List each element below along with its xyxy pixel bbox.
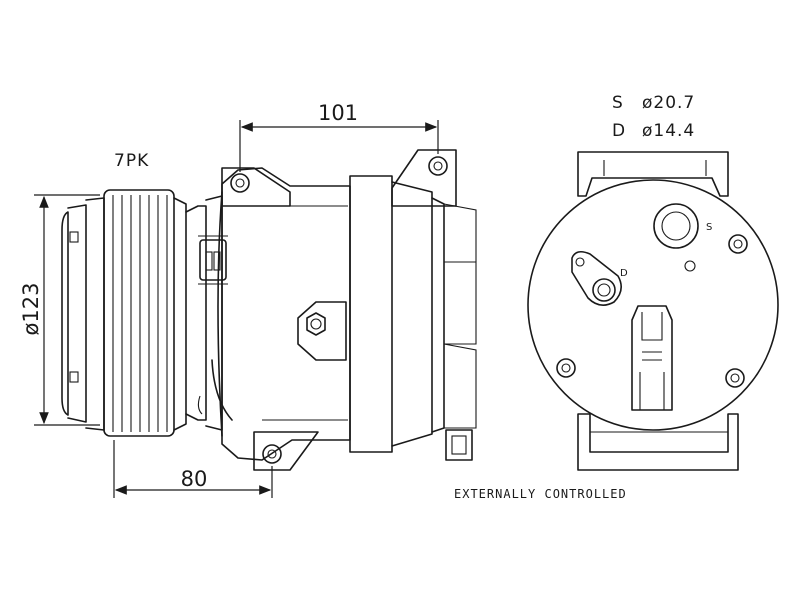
rear-view — [527, 151, 779, 471]
dimension-80 — [113, 440, 273, 498]
width-bottom-label: 80 — [181, 467, 208, 491]
suction-letter: S — [612, 93, 624, 113]
top-left-mounting-lug — [221, 167, 291, 207]
discharge-port — [571, 250, 622, 306]
bottom-mounting-lug — [253, 431, 319, 471]
rear-housing — [349, 175, 477, 461]
belt-type-label: 7PK — [114, 151, 149, 171]
top-right-mounting-lug — [391, 149, 457, 207]
control-note: EXTERNALLY CONTROLLED — [454, 487, 627, 501]
suction-marker: S — [706, 222, 712, 233]
discharge-marker: D — [620, 268, 628, 279]
dimension-diameter-123 — [34, 194, 100, 426]
dimension-101 — [239, 120, 439, 172]
control-valve — [631, 305, 673, 411]
width-top-label: 101 — [318, 101, 358, 125]
discharge-letter: D — [612, 121, 626, 141]
suction-diameter: ø20.7 — [642, 93, 695, 113]
suction-port — [653, 203, 699, 249]
compressor-body — [211, 167, 351, 461]
pulley-diameter-label: ø123 — [19, 283, 43, 336]
pulley — [61, 189, 187, 437]
rear-bolt-holes — [556, 234, 748, 388]
discharge-diameter: ø14.4 — [642, 121, 695, 141]
side-view — [34, 120, 477, 498]
